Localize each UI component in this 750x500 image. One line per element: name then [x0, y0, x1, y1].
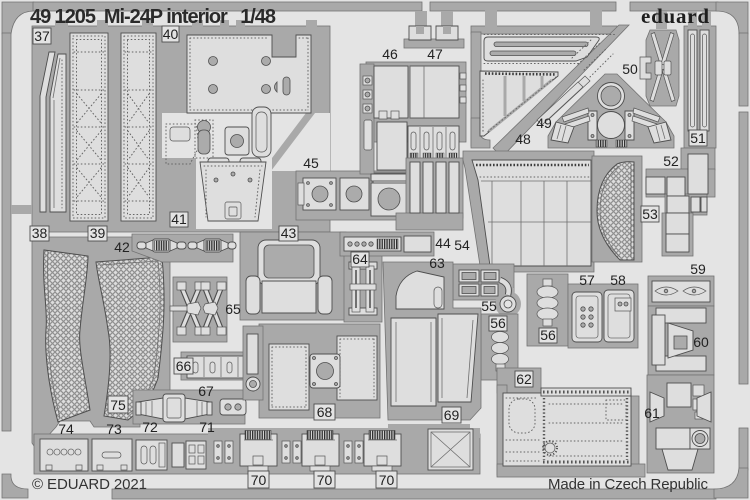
svg-text:40: 40	[163, 26, 179, 42]
svg-text:49: 49	[536, 115, 552, 131]
svg-text:70: 70	[379, 472, 395, 488]
svg-text:54: 54	[454, 237, 470, 253]
svg-text:44: 44	[435, 235, 451, 251]
svg-text:42: 42	[114, 239, 130, 255]
svg-text:© EDUARD 2021: © EDUARD 2021	[32, 476, 147, 493]
svg-text:61: 61	[644, 405, 660, 421]
svg-text:68: 68	[317, 404, 333, 420]
svg-text:70: 70	[317, 472, 333, 488]
svg-text:48: 48	[515, 131, 531, 147]
svg-text:63: 63	[429, 255, 445, 271]
svg-text:66: 66	[176, 358, 192, 374]
svg-text:64: 64	[352, 251, 368, 267]
svg-text:56: 56	[540, 327, 556, 343]
svg-text:62: 62	[516, 371, 532, 387]
svg-text:47: 47	[427, 46, 443, 62]
svg-text:74: 74	[58, 421, 74, 437]
svg-text:71: 71	[199, 419, 215, 435]
svg-text:57: 57	[579, 272, 595, 288]
svg-text:52: 52	[663, 153, 679, 169]
svg-text:69: 69	[444, 407, 460, 423]
svg-text:45: 45	[303, 155, 319, 171]
svg-text:59: 59	[690, 261, 706, 277]
svg-text:Made in Czech Republic: Made in Czech Republic	[548, 476, 709, 493]
svg-text:73: 73	[106, 421, 122, 437]
svg-text:51: 51	[690, 130, 706, 146]
svg-text:38: 38	[32, 225, 48, 241]
svg-text:67: 67	[198, 383, 214, 399]
svg-text:70: 70	[251, 472, 267, 488]
svg-text:60: 60	[693, 334, 709, 350]
svg-text:46: 46	[382, 46, 398, 62]
svg-text:65: 65	[225, 301, 241, 317]
svg-text:72: 72	[142, 419, 158, 435]
svg-text:75: 75	[110, 397, 126, 413]
svg-text:37: 37	[34, 28, 50, 44]
svg-text:49 1205 Mi-24P interior 1/4: 49 1205 Mi-24P interior 1/48	[30, 6, 276, 28]
svg-text:56: 56	[490, 315, 506, 331]
svg-text:41: 41	[171, 211, 187, 227]
svg-text:39: 39	[90, 225, 106, 241]
svg-text:50: 50	[622, 61, 638, 77]
svg-text:55: 55	[481, 298, 497, 314]
svg-text:58: 58	[610, 272, 626, 288]
svg-text:43: 43	[281, 225, 297, 241]
svg-text:eduard: eduard	[641, 4, 709, 28]
svg-text:53: 53	[642, 206, 658, 222]
